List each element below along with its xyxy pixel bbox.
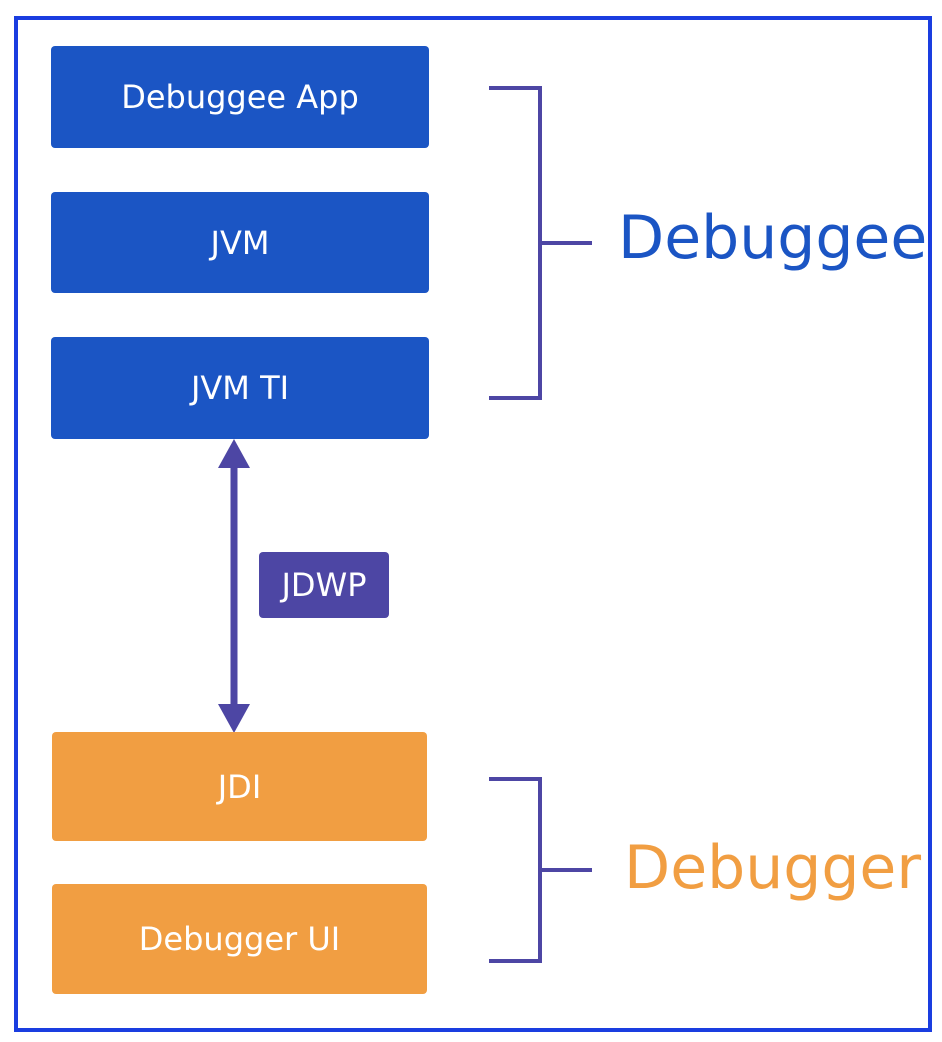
jvm-ti-box: JVM TI (51, 337, 429, 439)
debuggee-app-box: Debuggee App (51, 46, 429, 148)
debuggee-group-label: Debuggee (618, 203, 928, 273)
jdi-label: JDI (217, 767, 262, 806)
jdwp-label: JDWP (281, 566, 367, 604)
jvm-ti-label: JVM TI (190, 369, 290, 407)
jvm-label: JVM (210, 223, 270, 262)
jdi-box: JDI (52, 732, 427, 841)
debuggee-app-label: Debuggee App (121, 78, 359, 116)
jvm-box: JVM (51, 192, 429, 293)
debugger-ui-label: Debugger UI (138, 920, 341, 958)
jdwp-box: JDWP (259, 552, 389, 618)
debugger-ui-box: Debugger UI (52, 884, 427, 994)
debugger-group-label: Debugger (624, 833, 921, 903)
diagram-frame (14, 16, 932, 1032)
